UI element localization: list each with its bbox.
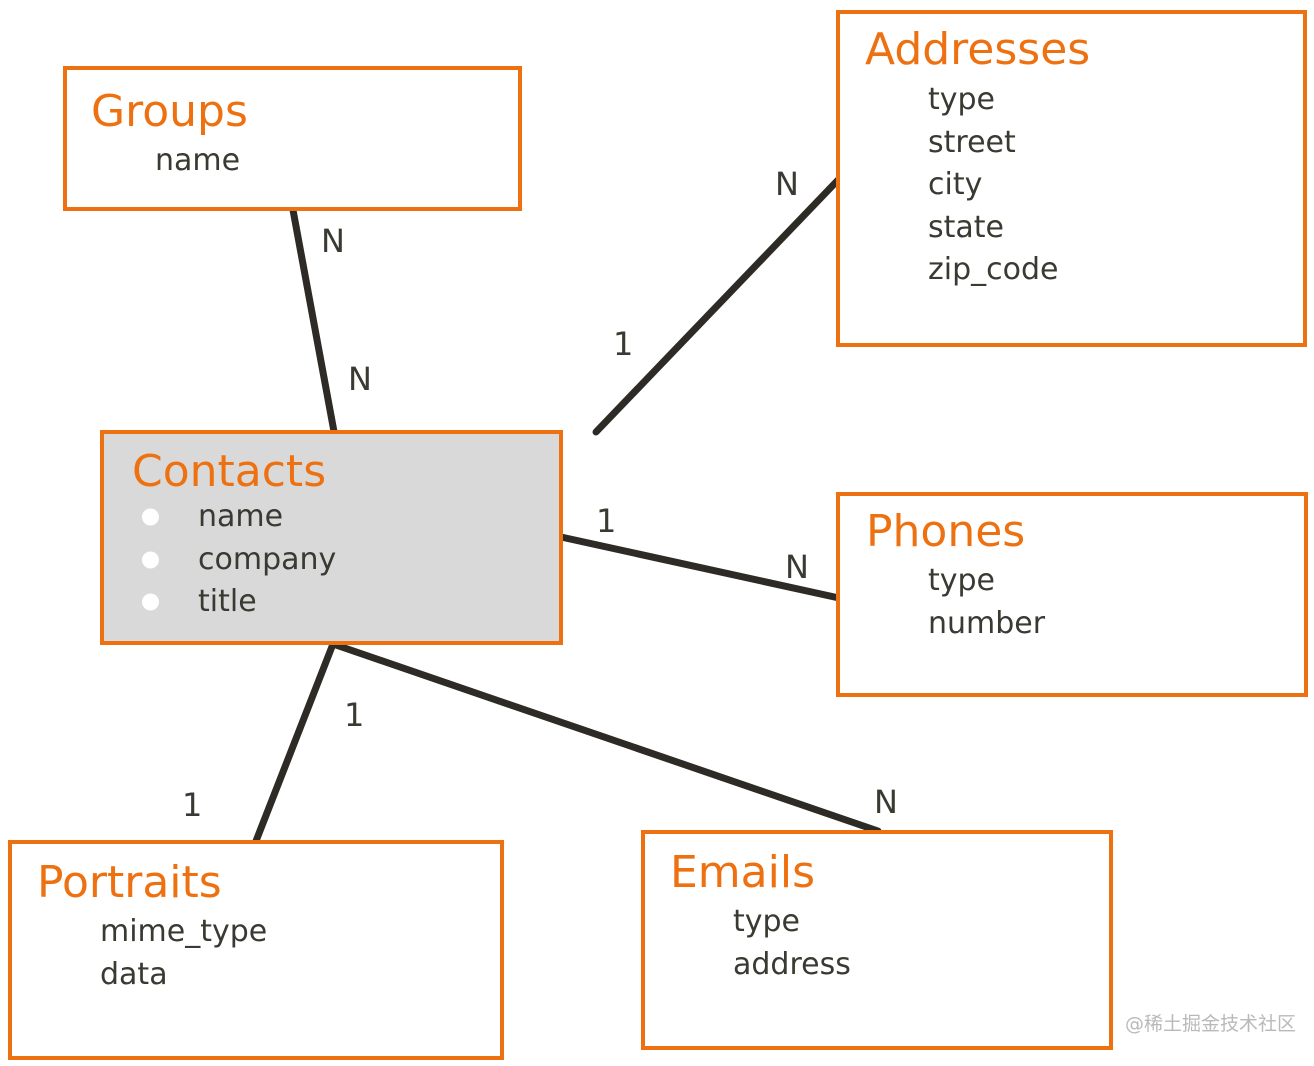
attribute-list-contacts: name company title	[142, 496, 559, 624]
attribute-item: company	[142, 539, 559, 582]
attribute-label: name	[198, 499, 284, 534]
cardinality-contacts-from-groups: N	[348, 360, 372, 398]
cardinality-addresses-end: N	[775, 165, 799, 203]
cardinality-contacts-to-portraits: 1	[344, 696, 365, 734]
bullet-dot-icon	[142, 593, 159, 611]
attribute-item: type	[928, 563, 996, 598]
entity-title-emails: Emails	[670, 847, 815, 898]
bullet-dot-icon	[142, 551, 159, 569]
entity-emails[interactable]: Emails type address	[641, 830, 1113, 1050]
attribute-item: city	[928, 167, 983, 203]
watermark-text: @稀土掘金技术社区	[1124, 1013, 1296, 1035]
cardinality-contacts-to-addresses: 1	[613, 325, 634, 363]
attribute-item: number	[928, 605, 1046, 641]
entity-title-addresses: Addresses	[865, 24, 1091, 75]
cardinality-groups-end: N	[321, 222, 345, 260]
edge-contacts-emails	[329, 640, 882, 835]
entity-phones[interactable]: Phones type number	[836, 492, 1308, 697]
edge-contacts-portraits	[252, 640, 337, 845]
entity-addresses[interactable]: Addresses type street city state zip_cod…	[836, 10, 1307, 347]
attribute-item: type	[733, 904, 801, 939]
attribute-list-addresses: type street city state zip_code	[928, 79, 1303, 292]
entity-title-contacts: Contacts	[132, 446, 327, 497]
attribute-item: address	[733, 946, 851, 982]
attribute-item: name	[142, 496, 559, 539]
attribute-label: company	[198, 541, 337, 577]
entity-title-portraits: Portraits	[37, 857, 222, 908]
edge-contacts-addresses	[592, 176, 842, 436]
attribute-list-phones: type number	[928, 560, 1304, 645]
entity-title-groups: Groups	[91, 86, 248, 137]
attribute-item: title	[142, 581, 559, 624]
attribute-item: data	[100, 956, 168, 992]
attribute-label: title	[198, 584, 257, 620]
attribute-item: name	[155, 143, 241, 178]
cardinality-portraits-end: 1	[182, 786, 203, 824]
entity-contacts[interactable]: Contacts name company title	[100, 430, 563, 645]
bullet-dot-icon	[142, 508, 159, 526]
entity-title-phones: Phones	[866, 506, 1026, 557]
attribute-item: type	[928, 82, 996, 117]
attribute-list-groups: name	[155, 140, 518, 183]
cardinality-emails-end: N	[874, 783, 898, 821]
attribute-item: zip_code	[928, 252, 1059, 288]
attribute-item: mime_type	[100, 914, 268, 949]
attribute-list-portraits: mime_type data	[100, 911, 500, 996]
cardinality-contacts-to-phones: 1	[596, 502, 617, 540]
attribute-list-emails: type address	[733, 901, 1109, 986]
entity-portraits[interactable]: Portraits mime_type data	[8, 840, 504, 1060]
entity-groups[interactable]: Groups name	[63, 66, 522, 211]
cardinality-phones-end: N	[785, 548, 809, 586]
attribute-item: street	[928, 124, 1016, 160]
attribute-item: state	[928, 209, 1004, 245]
